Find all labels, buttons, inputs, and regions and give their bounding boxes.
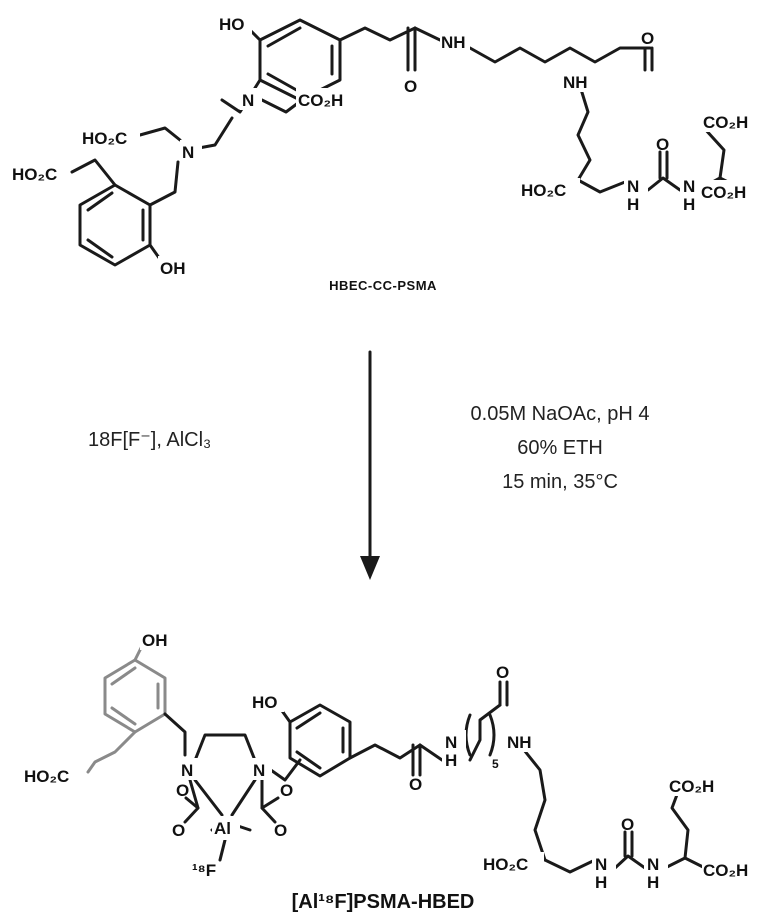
label-o3: O xyxy=(656,135,669,154)
label-n4: N xyxy=(683,177,695,196)
condition-right-1: 0.05M NaOAc, pH 4 xyxy=(471,403,650,425)
label-p-co2h-r3: CO₂H xyxy=(703,861,748,880)
label-p-h4: H xyxy=(647,873,659,892)
product-left-ring xyxy=(103,658,167,734)
label-n3: N xyxy=(627,177,639,196)
reactant-name: HBEC-CC-PSMA xyxy=(329,278,437,293)
label-co2h-d: CO₂H xyxy=(703,113,748,132)
label-p-ho-mid: HO xyxy=(252,693,278,712)
label-nh1: NH xyxy=(441,33,466,52)
label-p-h1: H xyxy=(445,751,457,770)
label-p-o-amide: O xyxy=(409,775,422,794)
label-p-co2h-r1: CO₂H xyxy=(669,777,714,796)
label-o1: O xyxy=(404,77,417,96)
reactant-structure xyxy=(70,18,742,267)
label-p-o-a: O xyxy=(176,781,189,800)
product-name: [Al¹⁸F]PSMA-HBED xyxy=(292,891,475,913)
reaction-arrow xyxy=(360,350,380,580)
label-ho2c-e: HO₂C xyxy=(521,181,566,200)
product-structure xyxy=(86,638,707,874)
label-co2h-f: CO₂H xyxy=(701,183,746,202)
label-ho2c-b: HO₂C xyxy=(82,129,127,148)
label-p-h3: H xyxy=(595,873,607,892)
arrow-head xyxy=(360,556,380,580)
label-oh-bottom: OH xyxy=(160,259,186,278)
label-p-sub5: 5 xyxy=(492,757,499,771)
label-p-n3: N xyxy=(595,855,607,874)
condition-left: 18F[F⁻], AlCl₃ xyxy=(88,429,211,451)
product-mid-ring xyxy=(288,703,352,778)
condition-right-3: 15 min, 35°C xyxy=(502,471,618,493)
label-o2: O xyxy=(641,29,654,48)
label-p-oh-left: OH xyxy=(142,631,168,650)
label-p-ho2c-r2: HO₂C xyxy=(483,855,528,874)
product-labels: OH HO N N Al ¹⁸F O O O O HO₂C O N H O 5 … xyxy=(22,628,764,892)
label-h3: H xyxy=(627,195,639,214)
label-p-18f: ¹⁸F xyxy=(192,861,216,880)
label-p-o-urea: O xyxy=(621,815,634,834)
label-p-o-c: O xyxy=(172,821,185,840)
label-p-o-b: O xyxy=(280,781,293,800)
label-ho-top: HO xyxy=(219,15,245,34)
label-h4: H xyxy=(683,195,695,214)
label-p-ho2c-left: HO₂C xyxy=(24,767,69,786)
label-p-al: Al xyxy=(214,819,231,838)
label-p-n1: N xyxy=(445,733,457,752)
condition-right-2: 60% ETH xyxy=(517,437,603,459)
label-p-o-amide2: O xyxy=(496,663,509,682)
reactant-labels: HO N CO₂H HO₂C N HO₂C OH O NH O NH CO₂H … xyxy=(10,12,762,278)
label-ho2c-c: HO₂C xyxy=(12,165,57,184)
label-p-n-left: N xyxy=(181,761,193,780)
label-p-n4: N xyxy=(647,855,659,874)
label-n-center: N xyxy=(242,91,254,110)
label-p-n-right: N xyxy=(253,761,265,780)
label-co2h-a: CO₂H xyxy=(298,91,343,110)
label-p-nh2: NH xyxy=(507,733,532,752)
label-n-left: N xyxy=(182,143,194,162)
label-p-o-d: O xyxy=(274,821,287,840)
reactant-lower-ring xyxy=(78,183,152,267)
label-nh2: NH xyxy=(563,73,588,92)
